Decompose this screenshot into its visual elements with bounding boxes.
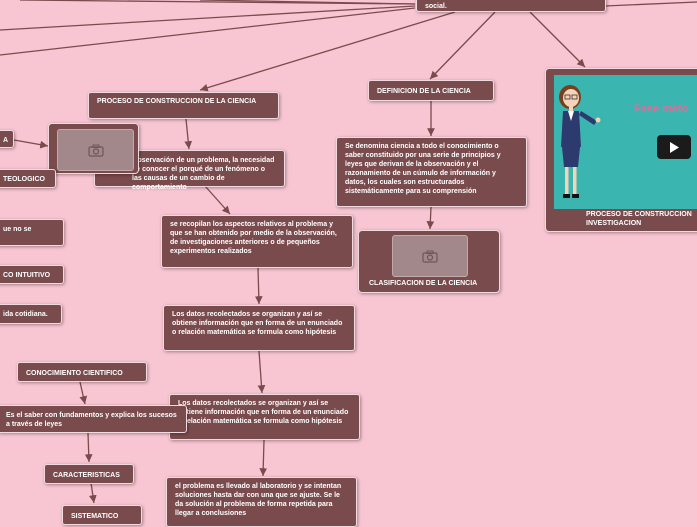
node-definicion-label: DEFINICION DE LA CIENCIA [377,88,471,95]
node-sistematico[interactable]: SISTEMATICO [62,505,142,525]
node-step-hipotesis-1[interactable]: Los datos recolectados se organizan y as… [163,305,355,351]
video-thumbnail[interactable]: Fase meto [554,75,697,209]
node-left-que-no-se-label: ue no se [3,226,32,233]
node-definicion-ciencia[interactable]: DEFINICION DE LA CIENCIA [368,80,494,101]
node-step-laboratorio[interactable]: el problema es llevado al laboratorio y … [166,477,357,527]
node-clasificacion-label: CLASIFICACION DE LA CIENCIA [369,280,478,287]
node-definicion-texto-label: Se denomina ciencia a todo el conocimien… [345,143,501,195]
play-icon [670,141,679,153]
node-left-teologico[interactable]: TEOLOGICO [0,169,56,188]
image-placeholder [392,235,468,277]
node-top-label: social. [425,3,447,10]
image-placeholder [57,129,134,171]
node-saber-fundamentos-label: Es el saber con fundamentos y explica lo… [6,412,177,428]
camera-icon [87,144,104,157]
node-saber-fundamentos[interactable]: Es el saber con fundamentos y explica lo… [0,405,187,433]
video-card[interactable]: Fase meto PROCESO DE CONSTRUCCION INVEST… [545,68,697,232]
node-left-cotidiana-label: ida cotidiana. [3,311,48,318]
node-definicion-texto[interactable]: Se denomina ciencia a todo el conocimien… [336,137,527,207]
node-left-intuitivo-label: CO INTUITIVO [3,272,51,279]
play-button[interactable] [657,135,691,159]
node-proceso-label: PROCESO DE CONSTRUCCION DE LA CIENCIA [97,98,257,105]
video-caption: PROCESO DE CONSTRUCCION INVESTIGACION [586,211,692,227]
node-step-recopilacion-label: se recopilan los aspectos relativos al p… [170,221,337,255]
node-left-a-label: A [3,137,9,144]
node-caracteristicas-label: CARACTERISTICAS [53,472,120,479]
node-conocimiento-cientifico[interactable]: CONOCIMIENTO CIENTIFICO [17,362,147,382]
node-left-cotidiana[interactable]: ida cotidiana. [0,304,62,324]
node-proceso-construccion[interactable]: PROCESO DE CONSTRUCCION DE LA CIENCIA [88,92,279,119]
node-conocimiento-cientifico-label: CONOCIMIENTO CIENTIFICO [26,370,123,377]
node-step-laboratorio-label: el problema es llevado al laboratorio y … [175,483,342,517]
node-left-teologico-label: TEOLOGICO [3,176,45,183]
node-caracteristicas[interactable]: CARACTERISTICAS [44,464,134,484]
node-step-hipotesis-2-label: Los datos recolectados se organizan y as… [178,400,349,425]
node-left-a[interactable]: A [0,130,14,148]
camera-icon [422,250,438,263]
node-top[interactable]: social. [416,0,606,12]
node-step-recopilacion[interactable]: se recopilan los aspectos relativos al p… [161,215,353,268]
image-card-left[interactable] [48,123,139,174]
node-step-hipotesis-2[interactable]: Los datos recolectados se organizan y as… [169,394,360,440]
node-step-observacion[interactable]: Observación de un problema, la necesidad… [94,150,285,191]
video-title: Fase meto [634,103,689,115]
node-step-hipotesis-1-label: Los datos recolectados se organizan y as… [172,311,343,336]
node-step-observacion-label: Observación de un problema, la necesidad… [132,157,275,191]
node-left-intuitivo[interactable]: CO INTUITIVO [0,265,64,284]
node-clasificacion-ciencia[interactable]: CLASIFICACION DE LA CIENCIA [358,230,500,293]
node-sistematico-label: SISTEMATICO [71,513,119,520]
teacher-illustration [559,85,601,198]
node-left-que-no-se[interactable]: ue no se [0,219,64,246]
